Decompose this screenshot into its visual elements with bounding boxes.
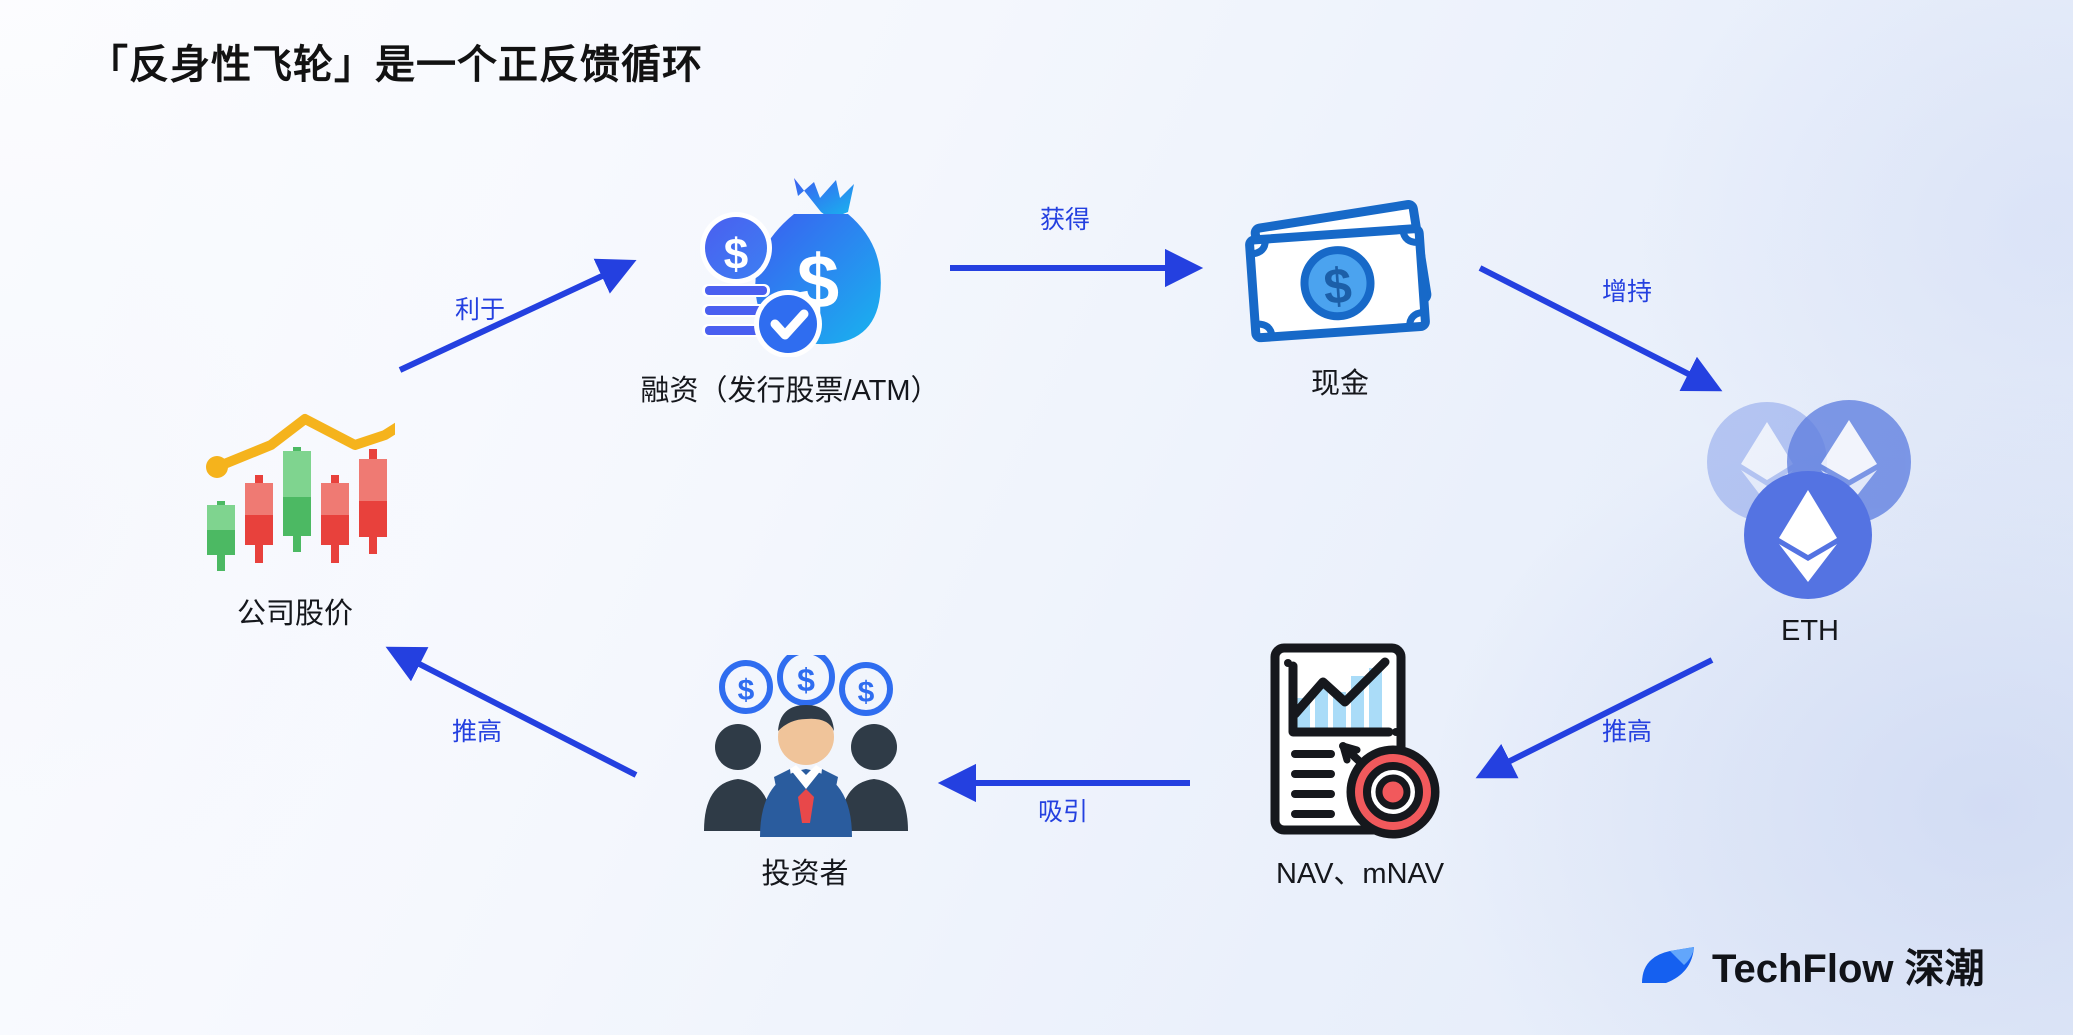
node-label-nav: NAV、mNAV xyxy=(1275,858,1445,890)
node-label-funding: 融资（发行股票/ATM） xyxy=(640,375,940,407)
svg-text:$: $ xyxy=(857,676,874,709)
techflow-leaf-icon xyxy=(1642,947,1694,983)
node-funding: $ $ 融资（发行股票/ATM） xyxy=(640,172,940,409)
svg-text:$: $ xyxy=(797,662,815,698)
edge-label-funding-to-cash: 获得 xyxy=(1040,206,1091,234)
node-eth: ETH xyxy=(1695,400,1925,648)
edge-label-stock-to-funding: 利于 xyxy=(455,296,506,324)
money-bag-icon: $ $ xyxy=(700,178,881,357)
node-nav: NAV、mNAV xyxy=(1235,640,1485,892)
node-label-company-stock-price: 公司股价 xyxy=(236,598,353,630)
ethereum-coins-icon xyxy=(1707,400,1911,599)
banknotes-icon: $ xyxy=(1245,200,1432,343)
node-company-stock-price: 公司股价 xyxy=(180,405,410,632)
investors-group-icon: $ $ $ xyxy=(703,655,908,837)
techflow-logo-text: TechFlow 深潮 xyxy=(1712,947,1985,991)
edge-label-eth-to-nav: 推高 xyxy=(1602,718,1653,746)
arrow-investor-to-stock xyxy=(385,646,638,778)
arrow-cash-to-eth xyxy=(1478,265,1723,392)
report-chart-target-icon xyxy=(1270,643,1440,839)
svg-text:$: $ xyxy=(1322,257,1354,315)
edge-label-investor-to-stock: 推高 xyxy=(452,718,503,746)
techflow-logo: TechFlow 深潮 xyxy=(1640,936,1985,994)
svg-text:$: $ xyxy=(724,230,748,279)
node-label-eth: ETH xyxy=(1781,615,1839,647)
arrow-eth-to-nav xyxy=(1475,657,1714,779)
candlestick-chart-icon xyxy=(206,414,395,571)
arrow-stock-to-funding xyxy=(398,258,637,373)
page-title: 「反身性飞轮」是一个正反馈循环 xyxy=(88,43,703,87)
node-investor: $ $ $ 投资者 xyxy=(680,655,930,892)
edge-label-cash-to-eth: 增持 xyxy=(1602,278,1653,306)
node-label-investor: 投资者 xyxy=(761,858,849,890)
node-label-cash: 现金 xyxy=(1310,368,1369,400)
svg-text:$: $ xyxy=(737,674,754,707)
node-cash: $ 现金 xyxy=(1195,190,1485,402)
edge-label-nav-to-investor: 吸引 xyxy=(1038,798,1089,826)
